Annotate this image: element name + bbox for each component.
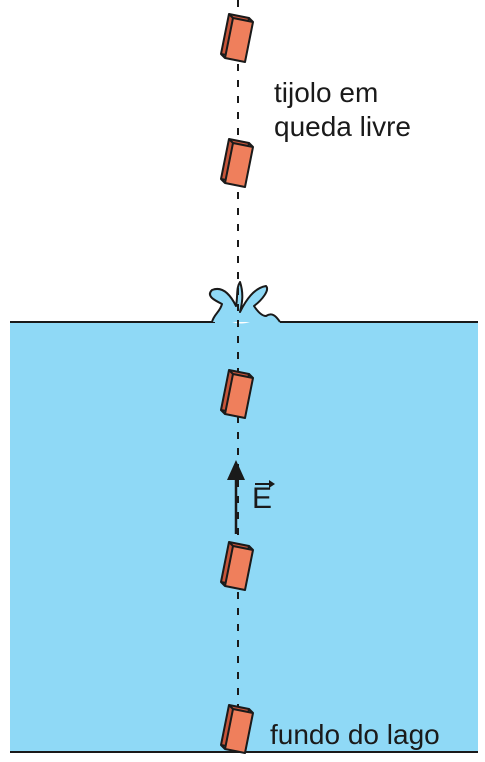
- upward-arrow-icon: [227, 460, 245, 480]
- brick-icon: [220, 138, 254, 188]
- falling-brick-label-line2: queda livre: [274, 111, 411, 142]
- lake-bottom-label: fundo do lago: [270, 719, 440, 750]
- brick-icon: [220, 13, 254, 63]
- water-splash-icon: [208, 281, 281, 323]
- vector-arrow-icon: [255, 480, 275, 488]
- lake-water: [10, 322, 478, 752]
- buoyant-force-label: E: [252, 482, 273, 515]
- falling-brick-label-line1: tijolo em: [274, 77, 379, 108]
- falling-brick-label: tijolo em queda livre: [274, 76, 411, 144]
